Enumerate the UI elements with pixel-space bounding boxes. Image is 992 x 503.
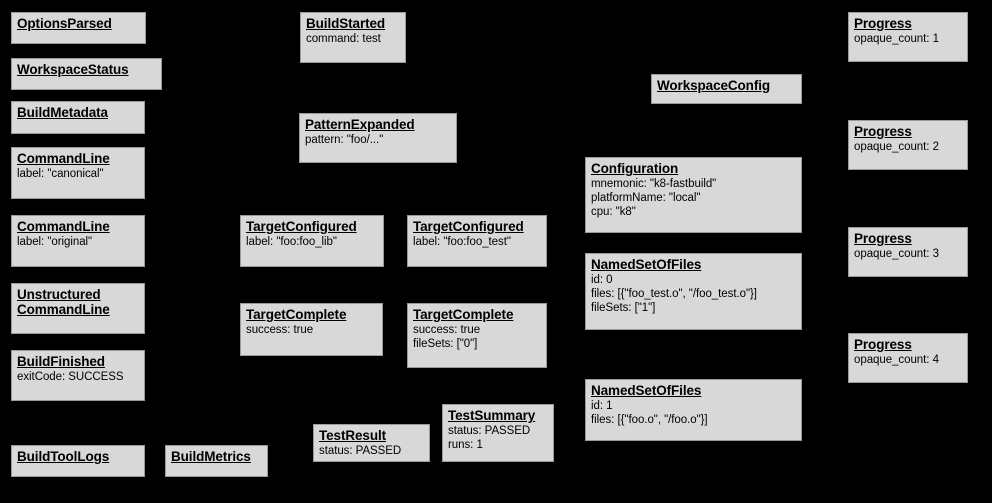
node-build-started[interactable]: BuildStarted command: test xyxy=(300,12,406,63)
node-progress-4[interactable]: Progress opaque_count: 4 xyxy=(848,333,968,383)
node-field: command: test xyxy=(306,33,381,45)
node-title: Progress xyxy=(854,231,912,246)
node-target-configured-foo-lib[interactable]: TargetConfigured label: "foo:foo_lib" xyxy=(240,215,384,267)
node-target-configured-foo-test[interactable]: TargetConfigured label: "foo:foo_test" xyxy=(407,215,547,267)
node-field: mnemonic: "k8-fastbuild" xyxy=(591,178,717,190)
node-target-complete-lib[interactable]: TargetComplete success: true xyxy=(240,303,383,356)
node-command-line-canonical[interactable]: CommandLine label: "canonical" xyxy=(11,147,145,199)
node-field: fileSets: ["1"] xyxy=(591,302,656,314)
node-title: Progress xyxy=(854,16,912,31)
node-fields: opaque_count: 2 xyxy=(854,140,962,154)
node-field: files: [{"foo.o", "/foo.o"}] xyxy=(591,414,708,426)
node-field: label: "canonical" xyxy=(17,168,104,180)
node-build-metrics[interactable]: BuildMetrics xyxy=(165,445,268,477)
node-fields: id: 0 files: [{"foo_test.o", "/foo_test.o… xyxy=(591,273,796,315)
node-build-finished[interactable]: BuildFinished exitCode: SUCCESS xyxy=(11,350,145,401)
node-title: Unstructured CommandLine xyxy=(17,287,110,317)
node-title: PatternExpanded xyxy=(305,117,415,132)
node-field: opaque_count: 2 xyxy=(854,141,939,153)
node-field: platformName: "local" xyxy=(591,192,701,204)
node-named-set-of-files-1[interactable]: NamedSetOfFiles id: 1 files: [{"foo.o", "/… xyxy=(585,379,802,441)
node-field: status: PASSED xyxy=(448,425,531,437)
node-pattern-expanded[interactable]: PatternExpanded pattern: "foo/..." xyxy=(299,113,457,163)
node-title: Configuration xyxy=(591,161,679,176)
node-progress-1[interactable]: Progress opaque_count: 1 xyxy=(848,12,968,62)
node-fields: label: "foo:foo_test" xyxy=(413,235,541,249)
node-title: TargetComplete xyxy=(246,307,347,322)
node-field: runs: 1 xyxy=(448,439,483,451)
node-field: label: "foo:foo_lib" xyxy=(246,236,337,248)
node-fields: success: true fileSets: ["0"] xyxy=(413,323,541,351)
node-fields: success: true xyxy=(246,323,377,337)
node-build-tool-logs[interactable]: BuildToolLogs xyxy=(11,445,145,477)
node-field: cpu: "k8" xyxy=(591,206,636,218)
node-test-result[interactable]: TestResult status: PASSED xyxy=(313,424,430,462)
node-field: pattern: "foo/..." xyxy=(305,134,384,146)
node-field: label: "foo:foo_test" xyxy=(413,236,511,248)
node-title: TestResult xyxy=(319,428,387,443)
node-fields: label: "canonical" xyxy=(17,167,139,181)
node-options-parsed[interactable]: OptionsParsed xyxy=(11,12,146,44)
node-fields: status: PASSED xyxy=(319,444,424,458)
node-fields: status: PASSED runs: 1 xyxy=(448,424,548,452)
node-test-summary[interactable]: TestSummary status: PASSED runs: 1 xyxy=(442,404,554,462)
node-title: TargetComplete xyxy=(413,307,514,322)
node-fields: mnemonic: "k8-fastbuild" platformName: "l… xyxy=(591,177,796,219)
node-title: Progress xyxy=(854,124,912,139)
node-unstructured-command-line[interactable]: Unstructured CommandLine xyxy=(11,283,145,334)
node-title: CommandLine xyxy=(17,151,110,166)
node-workspace-config[interactable]: WorkspaceConfig xyxy=(651,74,802,104)
node-field: opaque_count: 3 xyxy=(854,248,939,260)
node-field: opaque_count: 4 xyxy=(854,354,939,366)
node-title: NamedSetOfFiles xyxy=(591,383,702,398)
node-title: CommandLine xyxy=(17,219,110,234)
node-title: NamedSetOfFiles xyxy=(591,257,702,272)
node-progress-3[interactable]: Progress opaque_count: 3 xyxy=(848,227,968,277)
node-field: label: "original" xyxy=(17,236,93,248)
node-build-metadata[interactable]: BuildMetadata xyxy=(11,101,145,134)
node-title: TargetConfigured xyxy=(413,219,524,234)
node-fields: label: "original" xyxy=(17,235,139,249)
node-fields: opaque_count: 3 xyxy=(854,247,962,261)
node-field: success: true xyxy=(246,324,314,336)
node-title: WorkspaceStatus xyxy=(17,62,129,77)
node-field: success: true xyxy=(413,324,481,336)
node-target-complete-test[interactable]: TargetComplete success: true fileSets: ["0… xyxy=(407,303,547,368)
node-configuration[interactable]: Configuration mnemonic: "k8-fastbuild" pla… xyxy=(585,157,802,233)
node-workspace-status[interactable]: WorkspaceStatus xyxy=(11,58,162,90)
node-title: Progress xyxy=(854,337,912,352)
node-field: id: 1 xyxy=(591,400,613,412)
node-title: BuildToolLogs xyxy=(17,449,110,464)
node-fields: exitCode: SUCCESS xyxy=(17,370,139,384)
node-title: BuildMetadata xyxy=(17,105,108,120)
node-title: BuildStarted xyxy=(306,16,386,31)
node-fields: id: 1 files: [{"foo.o", "/foo.o"}] xyxy=(591,399,796,427)
node-fields: label: "foo:foo_lib" xyxy=(246,235,378,249)
node-title: WorkspaceConfig xyxy=(657,78,771,93)
node-named-set-of-files-0[interactable]: NamedSetOfFiles id: 0 files: [{"foo_test.o… xyxy=(585,253,802,330)
node-fields: opaque_count: 4 xyxy=(854,353,962,367)
node-title: TestSummary xyxy=(448,408,536,423)
node-title: BuildFinished xyxy=(17,354,105,369)
node-fields: pattern: "foo/..." xyxy=(305,133,451,147)
node-field: files: [{"foo_test.o", "/foo_test.o"}] xyxy=(591,288,757,300)
node-field: status: PASSED xyxy=(319,445,402,457)
node-fields: opaque_count: 1 xyxy=(854,32,962,46)
node-title: BuildMetrics xyxy=(171,449,251,464)
node-fields: command: test xyxy=(306,32,400,46)
node-command-line-original[interactable]: CommandLine label: "original" xyxy=(11,215,145,267)
node-field: opaque_count: 1 xyxy=(854,33,939,45)
node-field: exitCode: SUCCESS xyxy=(17,371,124,383)
node-progress-2[interactable]: Progress opaque_count: 2 xyxy=(848,120,968,170)
node-field: id: 0 xyxy=(591,274,613,286)
node-title: TargetConfigured xyxy=(246,219,357,234)
node-title: OptionsParsed xyxy=(17,16,112,31)
node-field: fileSets: ["0"] xyxy=(413,338,478,350)
